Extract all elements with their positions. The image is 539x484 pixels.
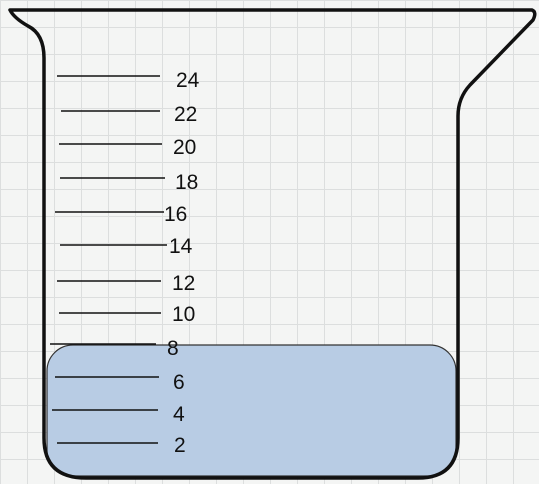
graduation-label-24: 24 [176,69,200,92]
graduation-label-8: 8 [167,337,179,360]
graduation-label-6: 6 [173,371,185,394]
graduation-label-10: 10 [172,303,195,326]
graduation-label-16: 16 [164,203,187,226]
graduation-label-20: 20 [173,136,196,159]
graduation-label-12: 12 [172,272,195,295]
graduation-label-2: 2 [174,434,186,457]
graduation-label-4: 4 [173,403,185,426]
graduation-label-18: 18 [175,171,198,194]
graduation-label-22: 22 [174,103,197,126]
graduation-label-14: 14 [169,235,193,258]
